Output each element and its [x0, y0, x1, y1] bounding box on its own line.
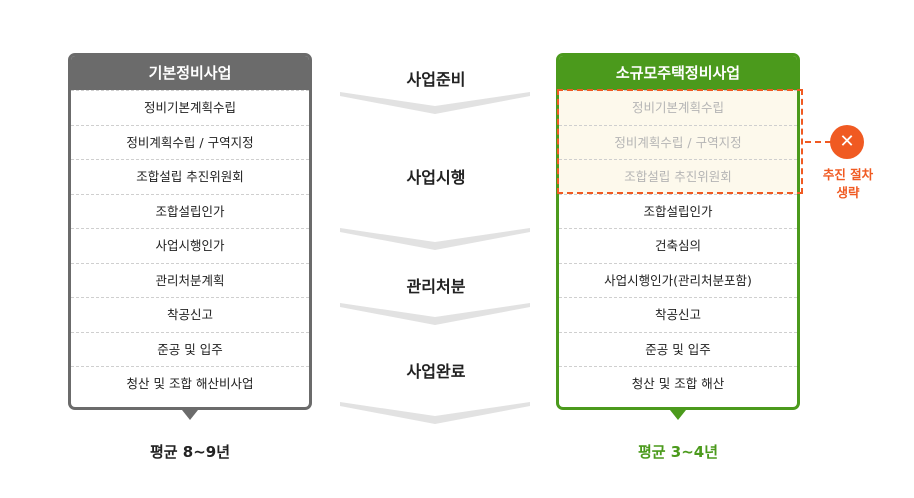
small-scale-step: 착공신고: [559, 297, 797, 332]
basic-step: 관리처분계획: [71, 262, 309, 298]
skipped-step: 조합설립 추진위원회: [559, 159, 797, 194]
stage-label: 사업완료: [406, 362, 466, 381]
small-scale-step: 조합설립인가: [559, 193, 797, 229]
stage-label: 사업시행: [406, 168, 466, 187]
chevron-down-icon: [340, 228, 530, 250]
basic-pointer-icon: [182, 410, 198, 420]
small-scale-process-title: 소규모주택정비사업: [559, 56, 797, 90]
chevron-down-icon: [340, 303, 530, 325]
basic-step: 정비기본계획수립: [71, 90, 309, 125]
skip-note: 추진 절차 생략: [812, 166, 884, 202]
stage-label: 관리처분: [406, 277, 466, 296]
chevron-down-icon: [340, 92, 530, 114]
basic-process-box: 기본정비사업 정비기본계획수립 정비계획수립 / 구역지정 조합설립 추진위원회…: [68, 53, 312, 410]
skip-connector: [805, 141, 831, 143]
small-scale-step: 준공 및 입주: [559, 331, 797, 367]
basic-step: 사업시행인가: [71, 228, 309, 263]
basic-step: 정비계획수립 / 구역지정: [71, 124, 309, 160]
basic-process-title: 기본정비사업: [71, 56, 309, 90]
small-scale-step: 청산 및 조합 해산: [559, 366, 797, 401]
small-scale-duration: 평균 3~4년: [637, 443, 719, 461]
basic-duration: 평균 8~9년: [149, 443, 231, 461]
basic-step: 조합설립 추진위원회: [71, 159, 309, 194]
small-scale-step: 건축심의: [559, 228, 797, 263]
small-scale-pointer-icon: [670, 410, 686, 420]
skip-note-line: 추진 절차: [822, 167, 874, 182]
skipped-step: 정비계획수립 / 구역지정: [559, 124, 797, 159]
skipped-step: 정비기본계획수립: [559, 90, 797, 125]
basic-step: 조합설립인가: [71, 193, 309, 229]
chevron-down-icon: [340, 402, 530, 424]
close-icon: ✕: [830, 125, 864, 159]
basic-step: 착공신고: [71, 297, 309, 332]
skip-note-line: 생략: [836, 185, 860, 200]
small-scale-step: 사업시행인가(관리처분포함): [559, 262, 797, 298]
small-scale-process-box: 소규모주택정비사업 정비기본계획수립 정비계획수립 / 구역지정 조합설립 추진…: [556, 53, 800, 410]
basic-step: 청산 및 조합 해산비사업: [71, 366, 309, 401]
basic-step: 준공 및 입주: [71, 331, 309, 367]
stage-label: 사업준비: [406, 70, 466, 89]
